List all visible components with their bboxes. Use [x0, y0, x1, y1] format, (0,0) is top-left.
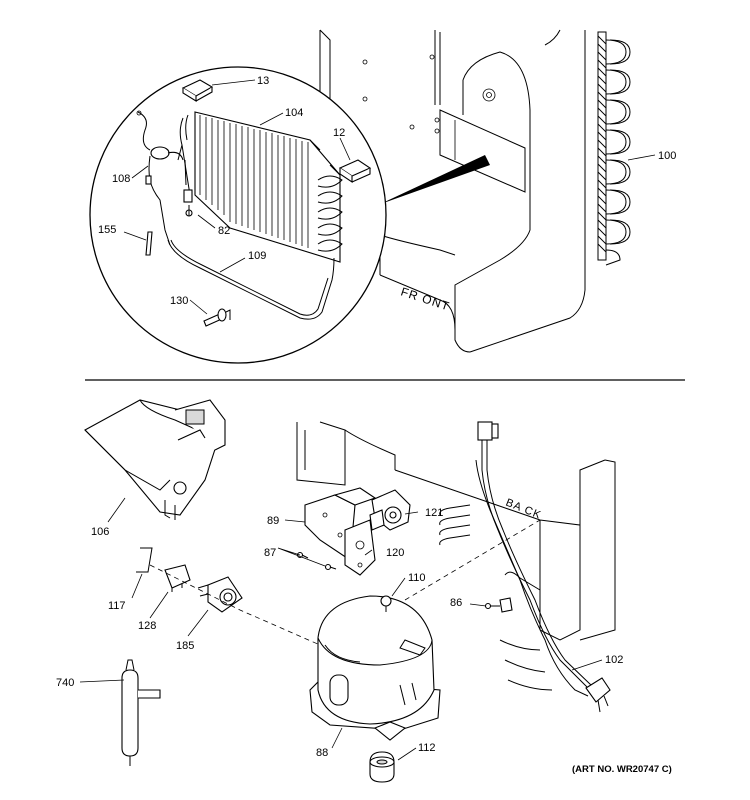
callout-106: 106 [91, 526, 109, 538]
pad-13 [181, 79, 214, 102]
callout-110: 110 [408, 572, 426, 584]
evaporator [177, 111, 343, 263]
callout-102: 102 [605, 654, 623, 666]
icemaker-106 [84, 399, 226, 520]
callout-82: 82 [218, 225, 230, 237]
heater-109 [167, 239, 335, 320]
callout-100: 100 [658, 150, 676, 162]
defrost-thermostat-108 [136, 110, 184, 246]
plug-130 [203, 308, 231, 327]
leader-lines-bottom [79, 497, 603, 761]
callout-86: 86 [450, 597, 462, 609]
callout-89: 89 [267, 515, 279, 527]
callout-117: 117 [108, 600, 126, 612]
callout-12: 12 [333, 127, 345, 139]
start-device-185 [197, 576, 243, 613]
callout-13: 13 [257, 75, 269, 87]
callout-121: 121 [425, 507, 443, 519]
callout-130: 130 [170, 295, 188, 307]
callout-109: 109 [248, 250, 266, 262]
bracket-120 [344, 519, 376, 576]
fitting-82 [185, 205, 193, 217]
callout-740: 740 [56, 677, 74, 689]
power-cord-102 [475, 421, 611, 713]
drier-740 [121, 659, 161, 766]
callout-128: 128 [138, 620, 156, 632]
front-label: FR ONT [399, 285, 452, 314]
callout-185: 185 [176, 640, 194, 652]
clip-117 [136, 547, 153, 573]
callout-120: 120 [386, 547, 404, 559]
relay-121 [369, 489, 411, 531]
bracket-89 [304, 487, 377, 561]
callouts-bottom: 106 89 121 87 120 110 86 117 128 185 102… [56, 507, 623, 759]
callout-88: 88 [316, 747, 328, 759]
grommet-112 [369, 751, 395, 783]
clip-155 [145, 231, 153, 256]
callout-104: 104 [285, 107, 303, 119]
callout-108: 108 [112, 173, 130, 185]
pad-12 [338, 159, 372, 184]
condenser-coil [597, 31, 631, 266]
callout-155: 155 [98, 224, 116, 236]
callout-112: 112 [418, 742, 436, 754]
screws-87 [296, 551, 337, 571]
bolt-110 [380, 595, 392, 612]
callout-87: 87 [264, 547, 276, 559]
back-label: BA CK [504, 497, 543, 522]
callouts-top: 13 104 12 100 108 155 82 109 130 [98, 75, 676, 307]
leader-lines-top [123, 79, 656, 315]
compressor-88 [309, 595, 441, 741]
art-number: (ART NO. WR20747 C) [572, 764, 672, 775]
screw-86 [484, 597, 513, 613]
